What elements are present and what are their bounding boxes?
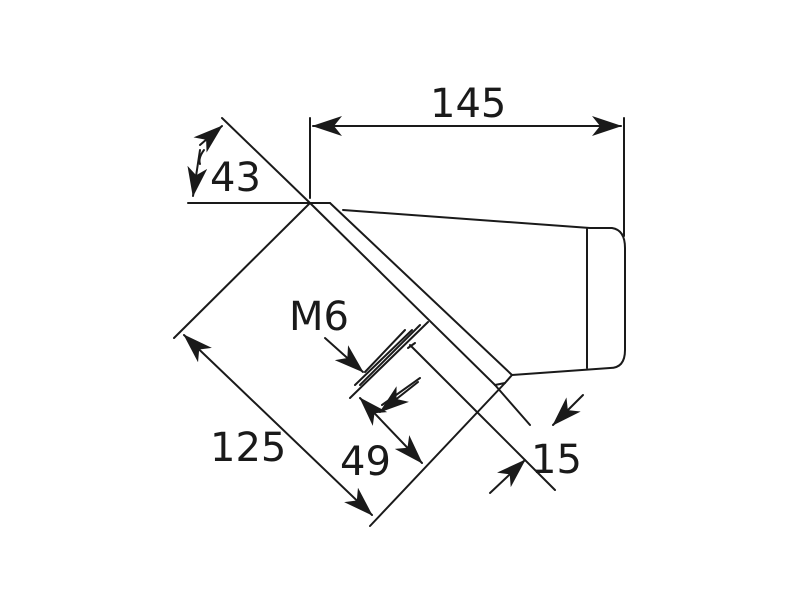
dimension-49 <box>359 381 423 464</box>
bracket-body <box>342 209 626 376</box>
dimension-label-15: 15 <box>531 437 582 483</box>
dimension-label-49: 49 <box>340 439 391 485</box>
dimension-15 <box>489 394 584 494</box>
thread-insert <box>349 321 429 399</box>
dimension-43-angle <box>187 125 223 197</box>
dimension-label-125: 125 <box>210 425 287 471</box>
base-plate <box>173 202 556 527</box>
dimension-label-43: 43 <box>210 155 261 201</box>
mounting-flange <box>309 202 513 386</box>
dimension-m6-leader <box>324 337 364 373</box>
dimension-label-145: 145 <box>430 81 507 127</box>
dimension-125 <box>183 334 373 516</box>
dimension-label-m6: M6 <box>289 294 349 340</box>
